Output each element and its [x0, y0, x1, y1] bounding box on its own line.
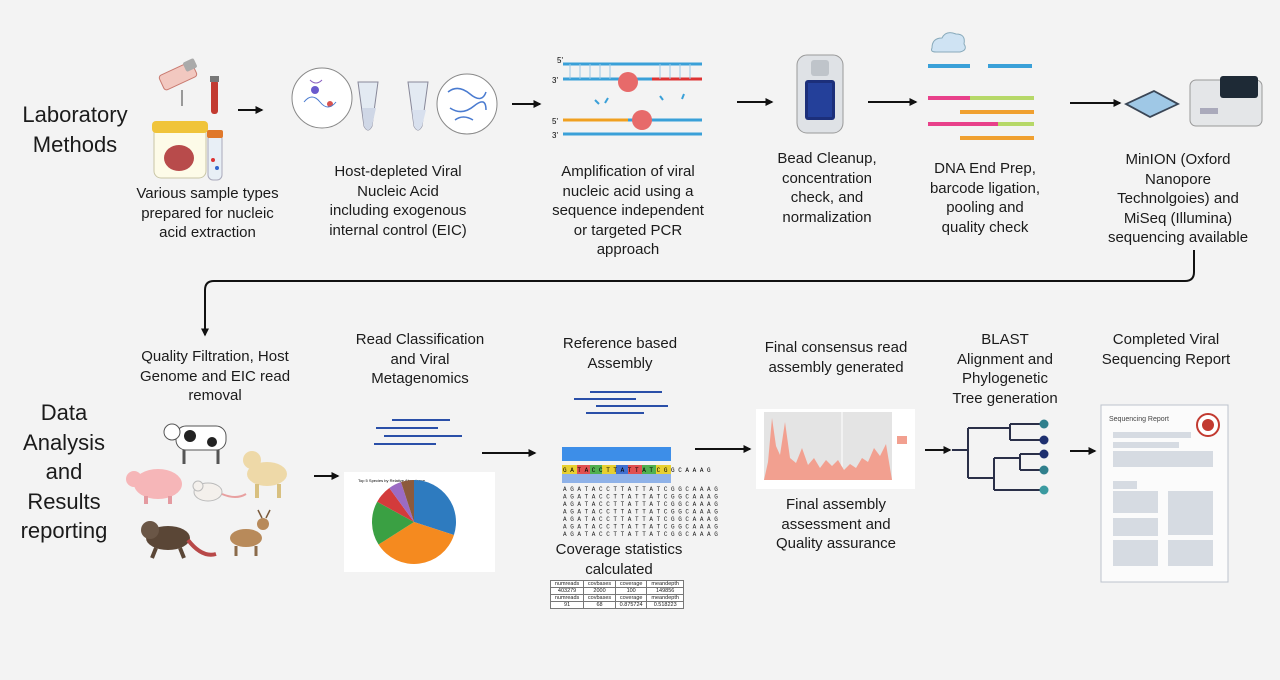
table-cell: 68: [583, 601, 616, 609]
pig-icon: [126, 469, 182, 504]
coverage-plot-panel: [756, 409, 915, 489]
amplification-icon: 5' 3' 5' 3': [552, 56, 702, 140]
aligned-read-row: A G A T A C C T T A T T A T C G G C A A …: [563, 509, 718, 516]
label-end-prep: DNA End Prep, barcode ligation, pooling …: [929, 160, 1041, 236]
label-read-classification: Read Classification and Viral Metagenomi…: [355, 331, 485, 387]
assembly-reads-icon: [574, 391, 668, 414]
svg-text:3': 3': [552, 76, 558, 85]
qubit-device-icon: [796, 54, 844, 134]
host-animals-icon: [126, 423, 287, 559]
label-host-depleted: Host-depleted Viral Nucleic Acid includi…: [329, 163, 467, 239]
aligned-read-row: A G A T A C C T T A T T A T C G G C A A …: [563, 531, 718, 538]
label-sequencing: MinION (Oxford Nanopore Technolgoies) an…: [1107, 151, 1249, 246]
flow-arrows: [201, 98, 1195, 480]
label-bead-cleanup: Bead Cleanup, concentration check, and n…: [777, 150, 877, 226]
table-cell: 100: [614, 587, 648, 595]
report-card-title: Sequencing Report: [1109, 416, 1169, 423]
aligned-read-rows: A G A T A C C T T A T T A T C G G C A A …: [563, 486, 718, 538]
cow-icon: [163, 423, 227, 464]
table-cell: 149856: [646, 587, 684, 595]
table-cell: numreads: [549, 580, 585, 588]
table-cell: meandepth: [646, 594, 684, 602]
table-cell: 91: [549, 601, 585, 609]
pie-slice: [414, 480, 456, 535]
section-title-lab: Laboratory Methods: [22, 102, 128, 157]
table-cell: 403279: [549, 587, 585, 595]
alignment-panel: G A T A C C T T A T T A T C G G C A A A …: [562, 447, 718, 538]
svg-text:3': 3': [552, 131, 558, 140]
label-quality-filtration: Quality Filtration, Host Genome and EIC …: [139, 348, 291, 404]
pie-slice: [377, 488, 414, 522]
table-cell: coverage: [614, 594, 648, 602]
pie-slice: [401, 480, 414, 522]
table-cell: covbases: [583, 580, 616, 588]
pie-slice: [378, 522, 454, 564]
reference-sequence-row: G A T A C C T T A T T A T C G G C A A A …: [563, 467, 711, 474]
coverage-area: [764, 418, 892, 480]
pie-slice: [372, 501, 414, 545]
pie-chart-panel: Top 5 Species by Relative Abundance: [344, 472, 495, 572]
table-cell: coverage: [614, 580, 648, 588]
aligned-read-row: A G A T A C C T T A T T A T C G G C A A …: [563, 486, 718, 493]
label-consensus: Final consensus read assembly generated: [764, 339, 908, 376]
aligned-read-row: A G A T A C C T T A T T A T C G G C A A …: [563, 516, 718, 523]
dog-icon: [243, 451, 287, 498]
aligned-read-row: A G A T A C C T T A T T A T C G G C A A …: [563, 524, 718, 531]
pie-chart-title: Top 5 Species by Relative Abundance: [358, 478, 426, 483]
table-cell: numreads: [549, 594, 585, 602]
label-final-assessment: Final assembly assessment and Quality as…: [775, 496, 897, 552]
aligned-read-row: A G A T A C C T T A T T A T C G G C A A …: [563, 494, 718, 501]
table-cell: 2000: [583, 587, 616, 595]
classified-reads-icon: [374, 419, 462, 445]
table-cell: 0.518223: [646, 601, 684, 609]
phylogenetic-tree-icon: [952, 419, 1049, 495]
label-report: Completed Viral Sequencing Report: [1101, 331, 1231, 368]
pie-slices: [372, 480, 456, 564]
svg-text:5': 5': [552, 117, 558, 126]
sequencer-devices-icon: [1124, 76, 1263, 127]
section-title-data: Data Analysis and Results reporting: [20, 400, 108, 543]
monkey-icon: [141, 521, 217, 559]
aligned-read-row: A G A T A C C T T A T T A T C G G C A A …: [563, 501, 718, 508]
nucleotide-colors: [562, 465, 671, 474]
deer-icon: [230, 509, 271, 556]
table-cell: covbases: [583, 594, 616, 602]
table-cell: meandepth: [646, 580, 684, 588]
rat-icon: [192, 480, 247, 502]
barcode-ligation-icon: [928, 32, 1034, 140]
label-coverage: Coverage statistics calculated: [555, 541, 683, 578]
label-blast: BLAST Alignment and Phylogenetic Tree ge…: [952, 331, 1058, 407]
pie-slice: [389, 482, 414, 522]
label-reference-assembly: Reference based Assembly: [562, 335, 678, 372]
label-samples: Various sample types prepared for nuclei…: [136, 185, 279, 241]
report-document-icon: Sequencing Report: [1100, 404, 1229, 583]
table-cell: 0.875724: [614, 601, 648, 609]
sample-tubes-icon: [152, 58, 223, 181]
label-amplification: Amplification of viral nucleic acid usin…: [552, 163, 704, 258]
arrow-seq-to-filtration: [201, 250, 1195, 337]
host-depleted-icon: [291, 67, 498, 135]
svg-text:5': 5': [557, 56, 563, 65]
